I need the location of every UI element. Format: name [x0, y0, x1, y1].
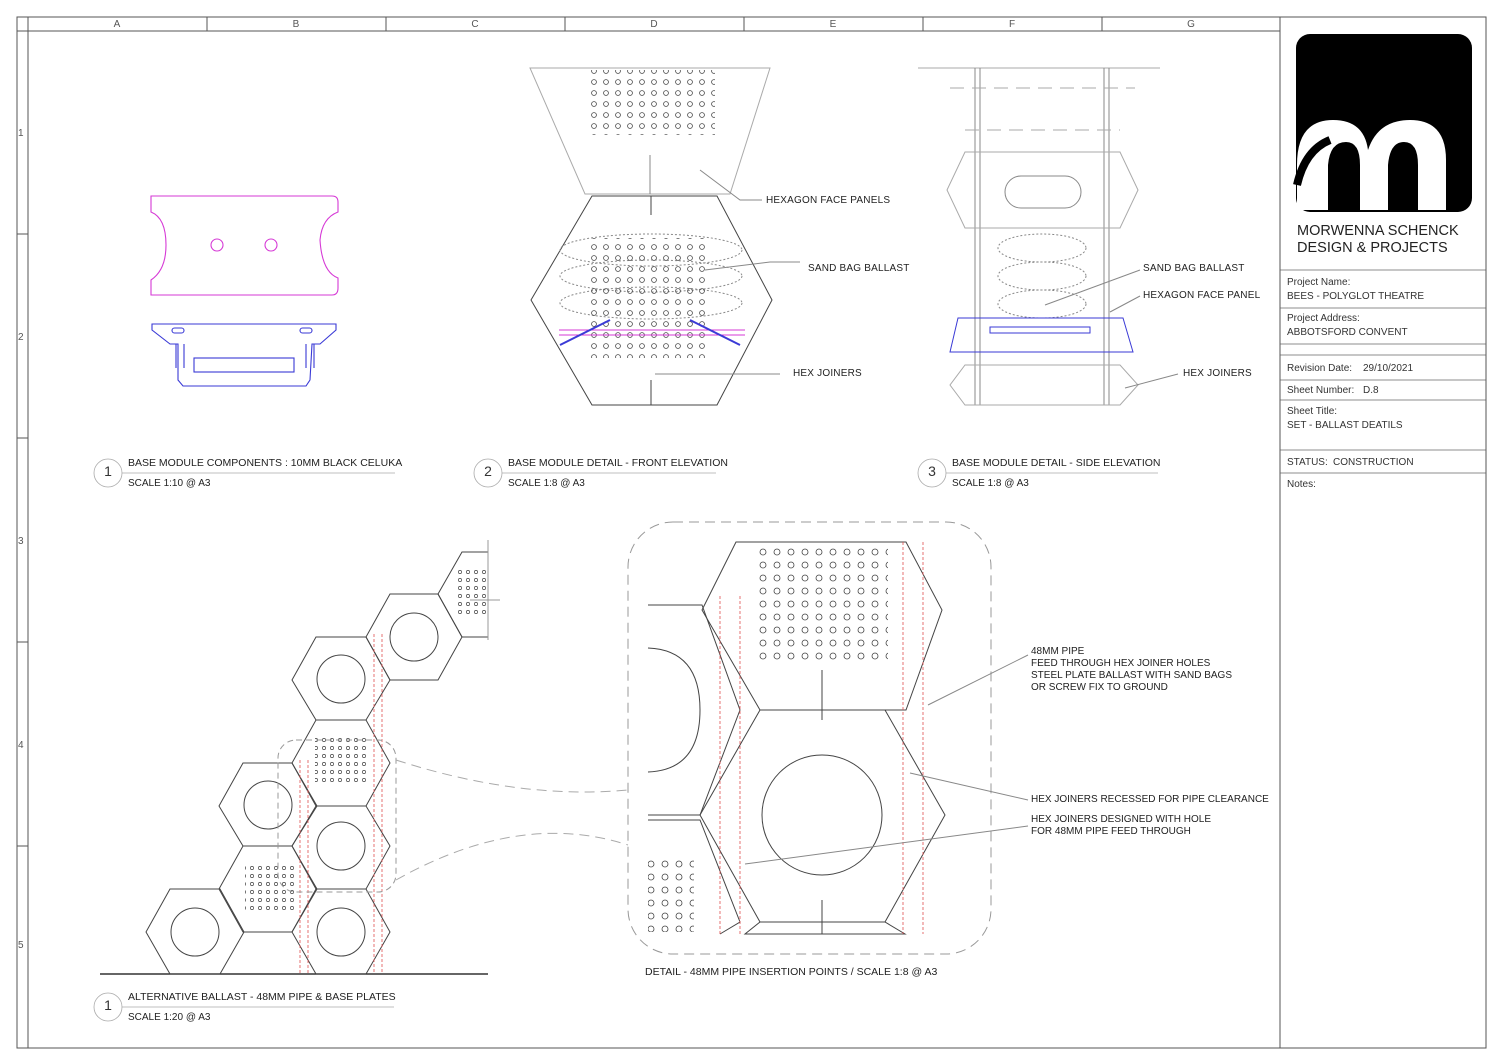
view-title-1: BASE MODULE COMPONENTS : 10MM BLACK CELU… — [128, 457, 403, 469]
grid-row-2: 2 — [18, 332, 24, 343]
view-scale-2: SCALE 1:8 @ A3 — [508, 478, 585, 489]
grid-column-f: F — [1008, 19, 1016, 30]
callout-hex-joiners-hole-line1: HEX JOINERS DESIGNED WITH HOLE — [1031, 814, 1212, 825]
sheet-number-label: Sheet Number: — [1287, 385, 1355, 396]
project-address-label: Project Address: — [1287, 313, 1360, 324]
grid-column-a: A — [113, 19, 121, 30]
callout-48mm-pipe-line2: FEED THROUGH HEX JOINER HOLES — [1031, 658, 1211, 669]
callout-sand-bag-ballast-side: SAND BAG BALLAST — [1143, 263, 1245, 274]
side-elevation-view — [918, 67, 1179, 406]
callout-48mm-pipe-line1: 48MM PIPE — [1031, 646, 1085, 657]
grid-column-c: C — [471, 19, 479, 30]
alternative-ballast-view — [100, 540, 629, 975]
view-title-4: ALTERNATIVE BALLAST - 48MM PIPE & BASE P… — [128, 991, 396, 1003]
sheet-border — [16, 16, 1487, 1049]
callout-hex-joiners-hole-line2: FOR 48MM PIPE FEED THROUGH — [1031, 826, 1191, 837]
company-name-line1: MORWENNA SCHENCK — [1297, 223, 1459, 239]
callout-48mm-pipe-line3: STEEL PLATE BALLAST WITH SAND BAGS — [1031, 670, 1232, 681]
grid-column-b: B — [292, 19, 300, 30]
callout-48mm-pipe: 48MM PIPE FEED THROUGH HEX JOINER HOLES … — [1031, 646, 1232, 694]
callout-hex-joiners-side: HEX JOINERS — [1183, 368, 1252, 379]
callout-hexagon-face-panel-side: HEXAGON FACE PANEL — [1143, 290, 1261, 301]
view-scale-3: SCALE 1:8 @ A3 — [952, 478, 1029, 489]
grid-row-1: 1 — [18, 128, 24, 139]
view-number-4: 1 — [104, 997, 112, 1013]
view-number-2: 2 — [484, 463, 492, 479]
notes-label: Notes: — [1287, 479, 1316, 490]
revision-date-label: Revision Date: — [1287, 363, 1353, 374]
title-block-grid — [1280, 269, 1486, 474]
view-scale-1: SCALE 1:10 @ A3 — [128, 478, 211, 489]
callout-hex-joiners-recessed: HEX JOINERS RECESSED FOR PIPE CLEARANCE — [1031, 794, 1269, 805]
revision-date: 29/10/2021 — [1363, 363, 1414, 374]
company-logo — [1293, 34, 1472, 212]
view-title-3: BASE MODULE DETAIL - SIDE ELEVATION — [952, 457, 1161, 469]
pipe-insertion-detail-view — [627, 521, 1029, 955]
view-number-1: 1 — [104, 463, 112, 479]
callout-hex-joiners-hole: HEX JOINERS DESIGNED WITH HOLE FOR 48MM … — [1031, 814, 1211, 838]
grid-row-5: 5 — [18, 940, 24, 951]
front-elevation-view — [529, 67, 800, 406]
callout-hex-joiners-front: HEX JOINERS — [793, 368, 862, 379]
status-value: CONSTRUCTION — [1333, 457, 1414, 468]
grid-column-e: E — [829, 19, 837, 30]
sheet-title-label: Sheet Title: — [1287, 406, 1338, 417]
grid-column-d: D — [650, 19, 658, 30]
status-label: STATUS: — [1287, 457, 1328, 468]
project-name: BEES - POLYGLOT THEATRE — [1287, 291, 1425, 302]
view-scale-4: SCALE 1:20 @ A3 — [128, 1012, 211, 1023]
sheet-title: SET - BALLAST DEATILS — [1287, 420, 1403, 431]
grid-column-g: G — [1187, 19, 1195, 30]
detail-caption: DETAIL - 48MM PIPE INSERTION POINTS / SC… — [645, 966, 938, 978]
project-address: ABBOTSFORD CONVENT — [1287, 327, 1408, 338]
grid-row-3: 3 — [18, 536, 24, 547]
callout-hexagon-face-panels: HEXAGON FACE PANELS — [766, 195, 891, 206]
company-name-line2: DESIGN & PROJECTS — [1297, 240, 1448, 256]
sheet-number: D.8 — [1363, 385, 1379, 396]
base-module-components-view — [150, 195, 339, 387]
company-name: MORWENNA SCHENCK DESIGN & PROJECTS — [1297, 223, 1459, 257]
view-number-3: 3 — [928, 463, 936, 479]
project-name-label: Project Name: — [1287, 277, 1351, 288]
grid-row-4: 4 — [18, 740, 24, 751]
view-title-2: BASE MODULE DETAIL - FRONT ELEVATION — [508, 457, 728, 469]
callout-sand-bag-ballast-front: SAND BAG BALLAST — [808, 263, 910, 274]
callout-48mm-pipe-line4: OR SCREW FIX TO GROUND — [1031, 682, 1168, 693]
